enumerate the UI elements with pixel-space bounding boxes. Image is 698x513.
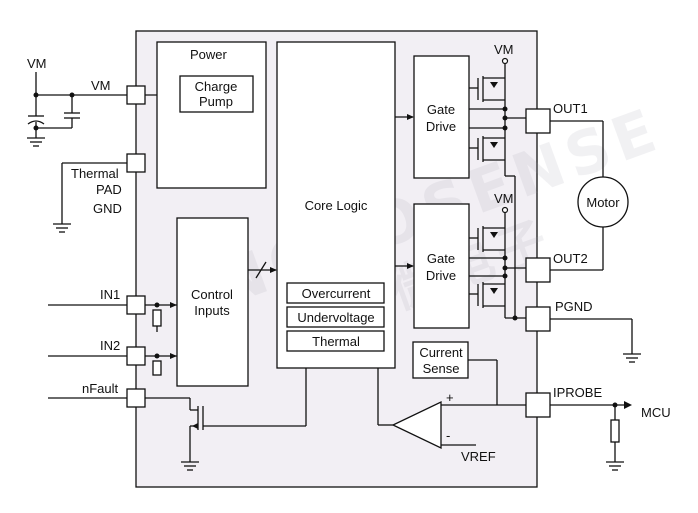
gate-drive-top-label-2: Drive (426, 119, 456, 134)
charge-pump-label-1: Charge (195, 79, 238, 94)
vm-supply: VM VM (27, 56, 127, 147)
in2-pin-label: IN2 (100, 338, 120, 353)
comparator: + - VREF (377, 368, 526, 464)
comparator-minus: - (446, 428, 450, 443)
out2-pin-label: OUT2 (553, 251, 588, 266)
half-bridge-top: VM (469, 42, 526, 176)
thermal-pad-label-2: PAD (96, 182, 122, 197)
control-inputs-block (176, 217, 249, 387)
in2-pin-pad (126, 346, 146, 366)
thermal-label: Thermal (312, 334, 360, 349)
thermal-pad-group: Thermal PAD GND (53, 162, 127, 233)
thermal-pad-pin (126, 153, 146, 173)
gate-drive-bottom-label-1: Gate (427, 251, 455, 266)
vm-pin-label: VM (91, 78, 111, 93)
current-sense-label-1: Current (419, 345, 463, 360)
bridge-top-vm-label: VM (494, 42, 514, 57)
pgnd-pin-pad (525, 306, 551, 332)
input-pins: IN1 IN2 (48, 287, 177, 376)
gate-drive-top-label-1: Gate (427, 102, 455, 117)
in1-pin-pad (126, 295, 146, 315)
vref-label: VREF (461, 449, 496, 464)
gnd-pin-label: GND (93, 201, 122, 216)
gate-drive-block-top (413, 55, 470, 179)
out1-pin-label: OUT1 (553, 101, 588, 116)
overcurrent-block (286, 282, 385, 304)
comparator-symbol (391, 400, 442, 450)
gate-drive-block-bottom (413, 203, 470, 329)
pgnd-pin-label: PGND (555, 299, 593, 314)
iprobe-pin-label: IPROBE (553, 385, 602, 400)
control-inputs-label-1: Control (191, 287, 233, 302)
vm-supply-label: VM (27, 56, 47, 71)
undervoltage-label: Undervoltage (297, 310, 374, 325)
nfault-path: nFault (48, 368, 307, 471)
undervoltage-block (286, 306, 385, 328)
power-block (156, 41, 267, 189)
nfault-pin-label: nFault (82, 381, 119, 396)
out1-pin-pad (525, 108, 551, 134)
thermal-pad-label-1: Thermal (71, 166, 119, 181)
out2-pin-pad (525, 257, 551, 283)
motor-group: Motor (550, 120, 629, 271)
comparator-plus: + (446, 390, 454, 405)
mcu-label: MCU (641, 405, 671, 420)
control-inputs-label-2: Inputs (194, 303, 230, 318)
bridge-bottom-vm-label: VM (494, 191, 514, 206)
nfault-pin-pad (126, 388, 146, 408)
charge-pump-block (179, 75, 254, 113)
gate-drive-bottom-label-2: Drive (426, 268, 456, 283)
vm-pin-pad (126, 85, 146, 105)
in1-pin-label: IN1 (100, 287, 120, 302)
iprobe-output: MCU (550, 401, 671, 471)
power-block-label: Power (190, 47, 228, 62)
thermal-block (286, 330, 385, 352)
current-sense-block (412, 341, 469, 379)
motor-label: Motor (586, 195, 620, 210)
overcurrent-label: Overcurrent (302, 286, 371, 301)
half-bridge-bottom: VM (469, 175, 526, 321)
current-sense-label-2: Sense (423, 361, 460, 376)
iprobe-pin-pad (525, 392, 551, 418)
charge-pump-label-2: Pump (199, 94, 233, 109)
core-logic-label: Core Logic (305, 198, 368, 213)
